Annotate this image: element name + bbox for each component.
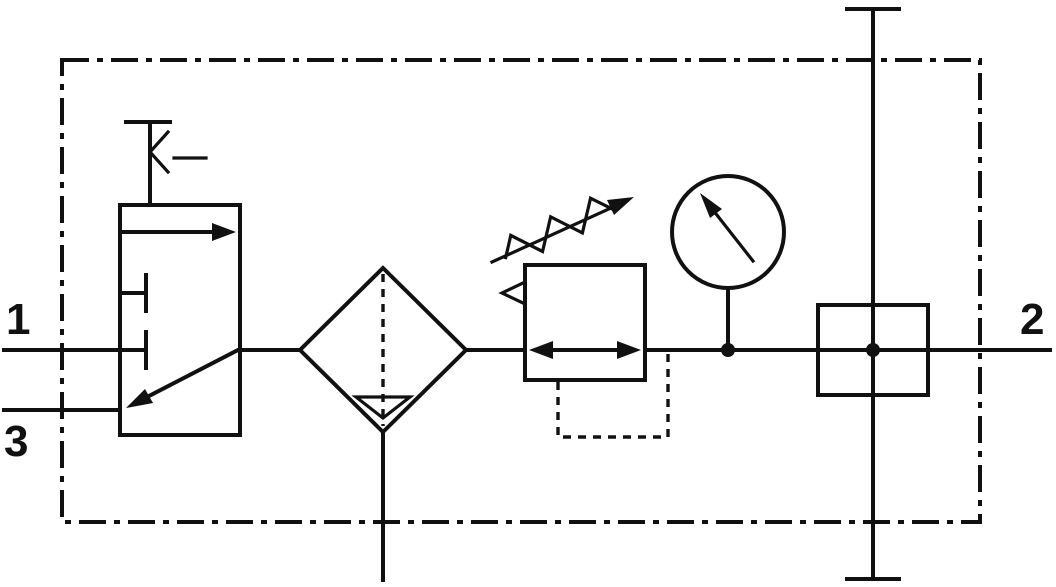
pilot-feedback-line <box>556 354 670 439</box>
gauge-needle-arrowhead <box>700 193 722 218</box>
port-2-label: 2 <box>1020 295 1044 344</box>
port-1-label: 1 <box>6 295 30 344</box>
filter-water-separator-icon <box>297 265 469 582</box>
pressure-gauge-icon <box>670 174 786 357</box>
block-body <box>816 303 930 397</box>
gauge-dial <box>670 174 786 290</box>
block-junction-dot <box>866 343 880 357</box>
pressure-regulator-icon <box>489 195 670 439</box>
adjustment-spring <box>503 195 616 260</box>
regulator-arrowhead-right <box>617 341 641 359</box>
distribution-block-icon <box>816 7 930 581</box>
actuator-detent <box>147 129 171 175</box>
port-3-label: 3 <box>4 417 28 466</box>
exhaust-path-line <box>144 346 243 400</box>
separator-triangle <box>351 395 415 421</box>
adjustment-arrowhead <box>607 197 634 215</box>
flow-path-arrowhead <box>212 223 236 241</box>
gauge-junction-dot <box>721 343 735 357</box>
enclosure-boundary <box>60 58 982 524</box>
exhaust-path-arrowhead <box>126 389 153 408</box>
valve-body <box>118 203 242 437</box>
shutoff-valve-icon <box>118 120 243 437</box>
regulator-arrowhead-left <box>529 341 553 359</box>
adjustment-arrow-line <box>489 205 614 265</box>
gauge-needle <box>710 207 756 264</box>
regulator-body <box>523 263 647 382</box>
relief-triangle <box>498 279 527 307</box>
boundary-rect <box>60 58 982 524</box>
